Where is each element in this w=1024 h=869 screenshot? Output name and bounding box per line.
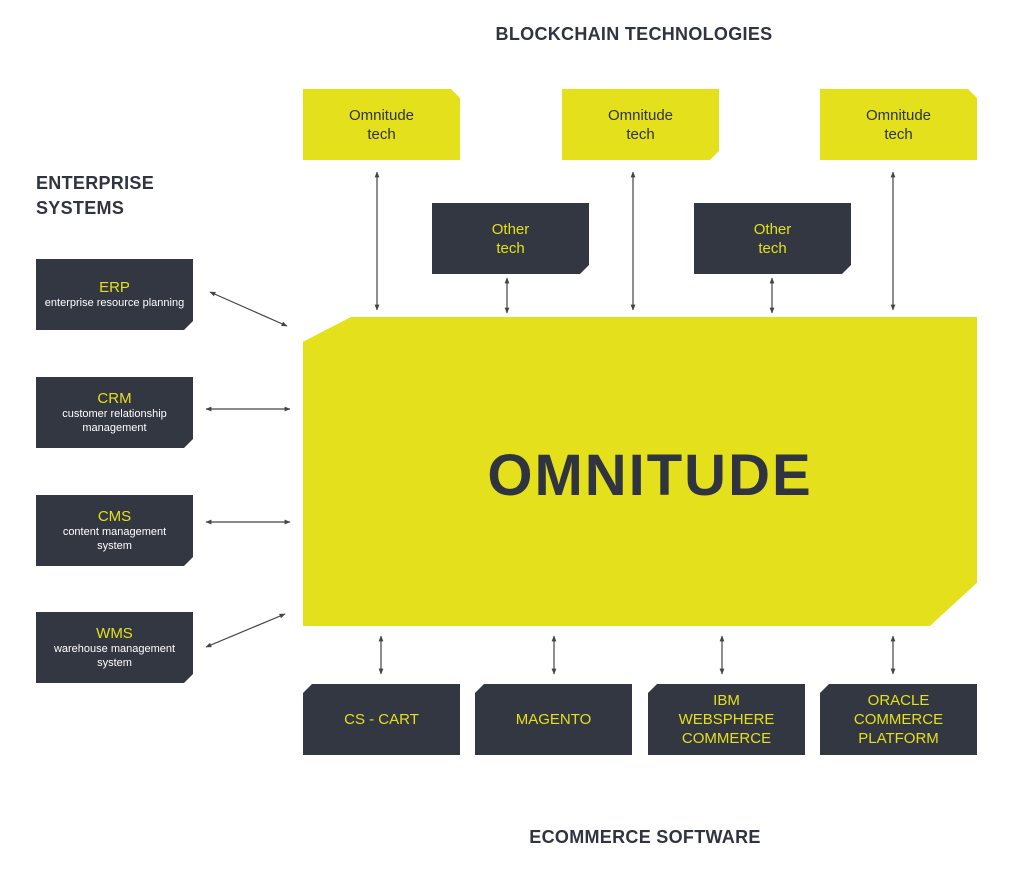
crm-abbr: CRM [97, 390, 132, 407]
oracle-commerce-node: ORACLE COMMERCE PLATFORM [820, 684, 977, 755]
cs-cart-node: CS - CART [303, 684, 460, 755]
erp-abbr: ERP [99, 279, 130, 296]
cms-desc: content management system [62, 526, 167, 552]
link-wms [205, 613, 286, 648]
enterprise-heading-line1: ENTERPRISE [36, 173, 155, 193]
node-label-line3: COMMERCE [681, 730, 772, 747]
crm-desc: customer relationship management [62, 408, 167, 434]
magento-node: MAGENTO [475, 684, 632, 755]
node-label-line2: tech [758, 239, 787, 257]
node-label-line1: IBM [713, 692, 740, 709]
erp-desc: enterprise resource planning [44, 297, 185, 309]
ibm-websphere-node: IBM WEBSPHERE COMMERCE [648, 684, 805, 755]
cms-node: CMS content management system [36, 495, 193, 566]
wms-abbr: WMS [96, 625, 133, 642]
cms-abbr: CMS [97, 508, 132, 525]
other-tech-node-2: Other tech [694, 203, 851, 274]
node-label-line2: tech [496, 239, 525, 257]
node-label-line2: tech [626, 125, 655, 143]
omnitude-tech-node-2: Omnitude tech [562, 89, 719, 160]
wms-desc: warehouse management system [53, 643, 176, 669]
other-tech-node-1: Other tech [432, 203, 589, 274]
enterprise-systems-heading: ENTERPRISE SYSTEMS [36, 171, 236, 221]
node-label-line2: tech [367, 125, 396, 143]
node-label-line1: ORACLE [867, 692, 930, 709]
omnitude-core: OMNITUDE [303, 317, 977, 626]
node-label-line1: MAGENTO [515, 711, 592, 728]
node-label-line1: Other [491, 220, 530, 238]
crm-node: CRM customer relationship management [36, 377, 193, 448]
blockchain-technologies-heading: BLOCKCHAIN TECHNOLOGIES [495, 24, 773, 44]
node-label-line1: Other [753, 220, 792, 238]
node-label-line2: tech [884, 125, 913, 143]
omnitude-tech-node-3: Omnitude tech [820, 89, 977, 160]
node-label-line1: Omnitude [865, 106, 932, 124]
erp-node: ERP enterprise resource planning [36, 259, 193, 330]
omnitude-tech-node-1: Omnitude tech [303, 89, 460, 160]
enterprise-heading-line2: SYSTEMS [36, 198, 125, 218]
omnitude-core-label: OMNITUDE [487, 443, 813, 508]
node-label-line3: PLATFORM [858, 730, 939, 747]
wms-node: WMS warehouse management system [36, 612, 193, 683]
node-label-line1: CS - CART [344, 711, 419, 728]
node-label-line1: Omnitude [348, 106, 415, 124]
node-label-line2: WEBSPHERE [678, 711, 775, 728]
node-label-line2: COMMERCE [853, 711, 944, 728]
node-label-line1: Omnitude [607, 106, 674, 124]
link-erp [209, 291, 288, 327]
ecommerce-software-heading: ECOMMERCE SOFTWARE [529, 827, 761, 847]
